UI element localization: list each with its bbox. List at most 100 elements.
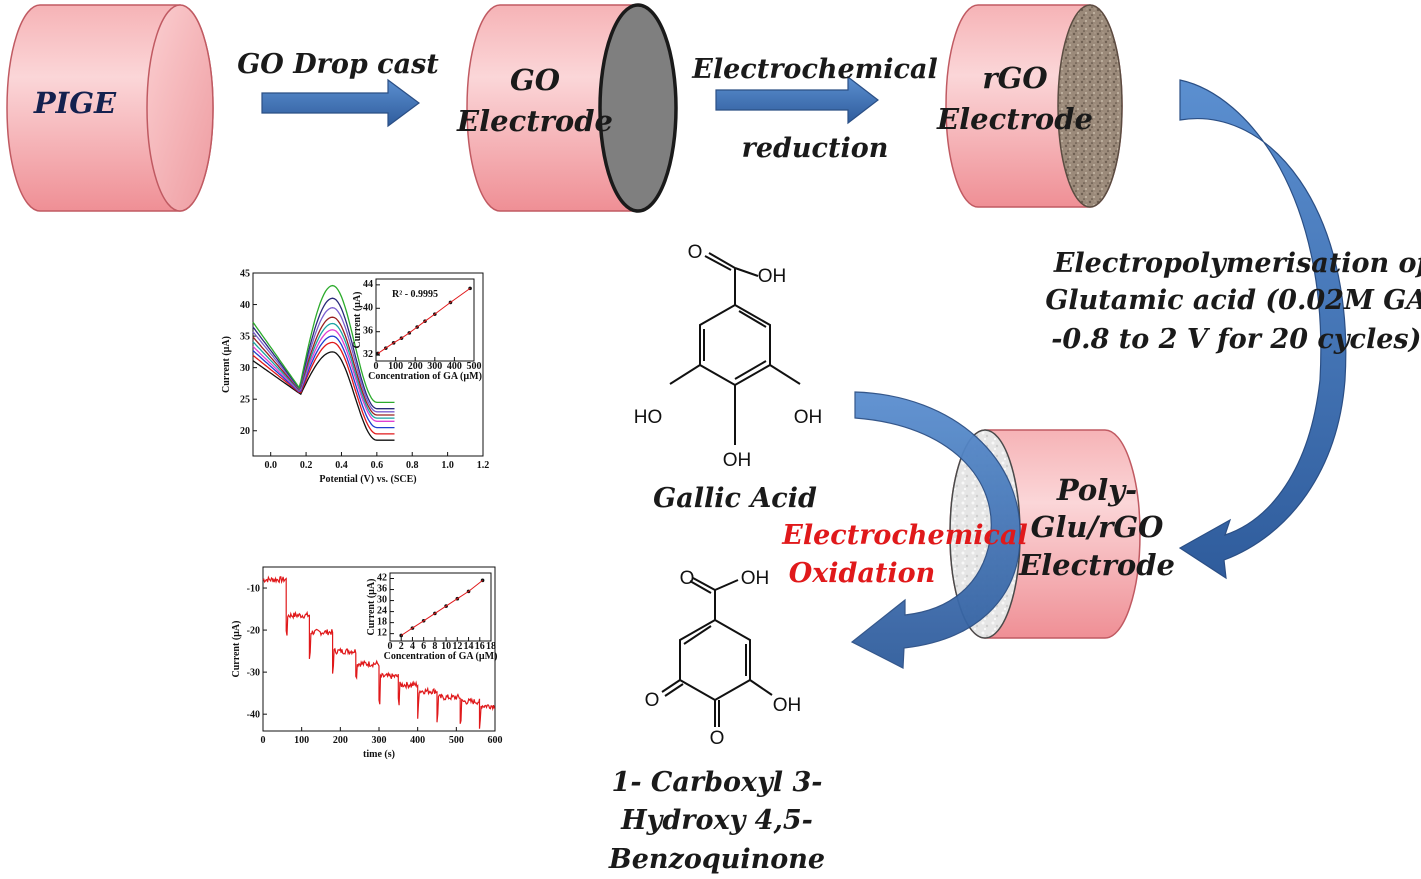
x-tick-label: 8 xyxy=(432,641,437,652)
go-electrode-cylinder xyxy=(466,3,678,213)
y-tick-label: 30 xyxy=(240,363,250,374)
dpv-series-9 xyxy=(252,284,395,404)
y-tick-label: 25 xyxy=(240,395,250,406)
go-drop-cast-label: GO Drop cast xyxy=(237,49,439,80)
y-tick-label: 40 xyxy=(363,302,373,313)
dpv-series-8 xyxy=(252,297,395,410)
y-tick-label: -10 xyxy=(247,583,260,594)
x-tick-label: 10 xyxy=(441,641,451,652)
y-tick-label: 30 xyxy=(377,595,387,606)
y-tick-label: -20 xyxy=(247,625,260,636)
y-tick-label: 35 xyxy=(240,331,250,342)
x-tick-label: 600 xyxy=(488,735,503,746)
polyglu-label-1: Poly- xyxy=(1056,473,1137,507)
y-tick-label: -40 xyxy=(247,710,260,721)
rgo-electrode-label-1: rGO xyxy=(982,61,1047,95)
x-tick-label: 2 xyxy=(399,641,404,652)
inset-fit-line xyxy=(377,287,471,354)
x-tick-label: 300 xyxy=(372,735,387,746)
product-name-1: 1- Carboxyl 3- xyxy=(612,767,823,798)
x-tick-label: 0.6 xyxy=(371,460,384,471)
x-tick-label: 300 xyxy=(427,361,442,372)
y-axis-label: Current (µA) xyxy=(231,621,242,678)
polyglu-label-2: Glu/rGO xyxy=(1031,510,1164,544)
y-tick-label: 20 xyxy=(240,426,250,437)
x-tick-label: 0.8 xyxy=(406,460,419,471)
gallic-group-oh-1: OH xyxy=(758,266,787,287)
rgo-electrode-cylinder xyxy=(945,4,1123,208)
y-tick-label: 45 xyxy=(240,268,250,279)
x-tick-label: 500 xyxy=(467,361,482,372)
go-face xyxy=(598,3,678,213)
reduction-label: reduction xyxy=(742,133,889,164)
y-tick-label: 12 xyxy=(377,628,387,639)
x-tick-label: 200 xyxy=(333,735,348,746)
go-electrode-label-2: Electrode xyxy=(456,104,613,138)
product-group-oh-1: OH xyxy=(741,568,770,589)
y-tick-label: 24 xyxy=(377,606,387,617)
product-name-3: Benzoquinone xyxy=(608,844,825,875)
oxidation-arrow xyxy=(850,391,1021,669)
gallic-group-oh-3: OH xyxy=(723,450,752,471)
x-tick-label: 1.0 xyxy=(441,460,454,471)
y-axis-label: Current (µA) xyxy=(221,336,232,393)
electropolymerisation-line-1: Electropolymerisation of xyxy=(1053,248,1421,279)
x-tick-label: 14 xyxy=(464,641,474,652)
x-tick-label: 6 xyxy=(421,641,426,652)
y-tick-label: 42 xyxy=(377,573,387,584)
dpv-series-3 xyxy=(252,335,395,429)
x-tick-label: 500 xyxy=(449,735,464,746)
x-tick-label: 100 xyxy=(388,361,403,372)
go-electrode-label-1: GO xyxy=(510,63,560,97)
y-axis-label: Current (µA) xyxy=(366,579,377,636)
plot-frame xyxy=(252,272,484,457)
dpv-series-6 xyxy=(252,316,395,416)
plot-frame xyxy=(389,572,492,642)
electropolymerisation-line-3: -0.8 to 2 V for 20 cycles). xyxy=(1051,324,1421,355)
dpv-series-4 xyxy=(252,329,395,422)
dpv-series-2 xyxy=(252,341,395,435)
inset-fit-line xyxy=(400,580,483,636)
rgo-electrode-label-2: Electrode xyxy=(936,102,1093,136)
x-tick-label: 0.4 xyxy=(335,460,348,471)
inset-r2-label: R² - 0.9995 xyxy=(392,289,438,300)
electrochemical-label: Electrochemical xyxy=(691,54,937,85)
electropolymerisation-line-2: Glutamic acid (0.02M GA, xyxy=(1045,285,1421,316)
pige-label: PIGE xyxy=(33,86,117,120)
polyglu-label-3: Electrode xyxy=(1018,548,1175,582)
product-group-oh-2: OH xyxy=(773,695,802,716)
y-tick-label: 36 xyxy=(377,584,387,595)
oxidation-label-1: Electrochemical xyxy=(781,520,1027,551)
dpv-series-7 xyxy=(252,307,395,413)
gallic-group-oh-2: OH xyxy=(794,407,823,428)
y-tick-label: 36 xyxy=(363,326,373,337)
pige-cylinder xyxy=(6,4,214,212)
x-tick-label: 200 xyxy=(408,361,423,372)
product-name-2: Hydroxy 4,5- xyxy=(620,805,813,836)
x-tick-label: 16 xyxy=(475,641,485,652)
drop-cast-arrow xyxy=(261,78,421,128)
x-axis-label: Concentration of GA (µM) xyxy=(368,371,482,382)
reduction-arrow xyxy=(715,75,879,125)
y-axis-label: Current (µA) xyxy=(352,292,363,349)
y-tick-label: 44 xyxy=(363,279,373,290)
x-tick-label: 0 xyxy=(388,641,393,652)
product-group-o-2: O xyxy=(645,690,660,711)
gallic-acid-name: Gallic Acid xyxy=(653,483,817,514)
gallic-group-o: O xyxy=(688,242,703,263)
x-tick-label: 12 xyxy=(452,641,462,652)
product-group-o-3: O xyxy=(710,728,725,749)
x-tick-label: 4 xyxy=(410,641,415,652)
x-axis-label: Concentration of GA (µM) xyxy=(384,651,498,662)
x-tick-label: 1.2 xyxy=(477,460,490,471)
x-tick-label: 400 xyxy=(447,361,462,372)
gallic-group-ho: HO xyxy=(634,407,663,428)
plot-frame xyxy=(375,278,475,362)
x-axis-label: Potential (V) vs. (SCE) xyxy=(319,474,416,485)
product-group-o-1: O xyxy=(680,568,695,589)
x-axis-label: time (s) xyxy=(363,749,395,760)
gallic-acid-structure xyxy=(669,252,801,445)
